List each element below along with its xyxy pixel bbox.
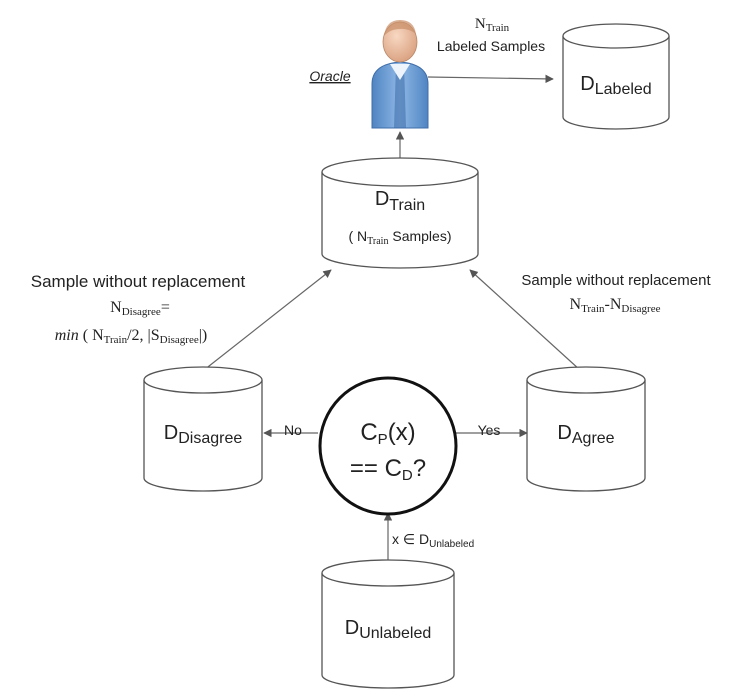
oracle-label: Oracle [309, 68, 350, 84]
oracle-person-icon [371, 20, 429, 129]
decision-node: CP(x) == CD? [318, 376, 458, 516]
cylinder-labeled: DLabeled [562, 23, 670, 130]
decision-line1: CP(x) [360, 419, 415, 448]
cylinder-agree-label: DAgree [557, 422, 614, 447]
edge-label-input: x ∈ DUnlabeled [392, 531, 474, 550]
right-annotation-formula: NTrain-NDisagree [570, 296, 661, 315]
edge-oracle-to-labeled [427, 74, 554, 84]
edge-disagree-to-train [203, 269, 332, 371]
left-annotation-n: NDisagree= [110, 299, 170, 318]
edges [203, 74, 581, 566]
left-annotation-title: Sample without replacement [31, 272, 246, 291]
edge-agree-to-train [469, 269, 581, 371]
cylinder-train-label: DTrain [375, 188, 425, 214]
cylinder-labeled-label: DLabeled [580, 73, 651, 98]
cylinder-disagree: DDisagree [143, 366, 263, 492]
left-annotation-formula: min ( NTrain/2, |SDisagree|) [55, 327, 208, 346]
top-n-train: NTrain [475, 16, 510, 34]
edge-label-no: No [284, 422, 302, 438]
cylinder-disagree-label: DDisagree [164, 422, 243, 447]
edge-label-yes: Yes [478, 422, 501, 438]
cylinder-train: DTrain ( NTrain Samples) [321, 157, 479, 269]
cylinder-unlabeled-label: DUnlabeled [345, 617, 432, 642]
cylinder-unlabeled: DUnlabeled [321, 559, 455, 689]
decision-line2: == CD? [350, 455, 426, 484]
cylinder-train-detail: ( NTrain Samples) [348, 228, 451, 247]
top-labeled-samples: Labeled Samples [437, 38, 545, 54]
cylinder-agree: DAgree [526, 366, 646, 492]
right-annotation-title: Sample without replacement [521, 272, 711, 289]
